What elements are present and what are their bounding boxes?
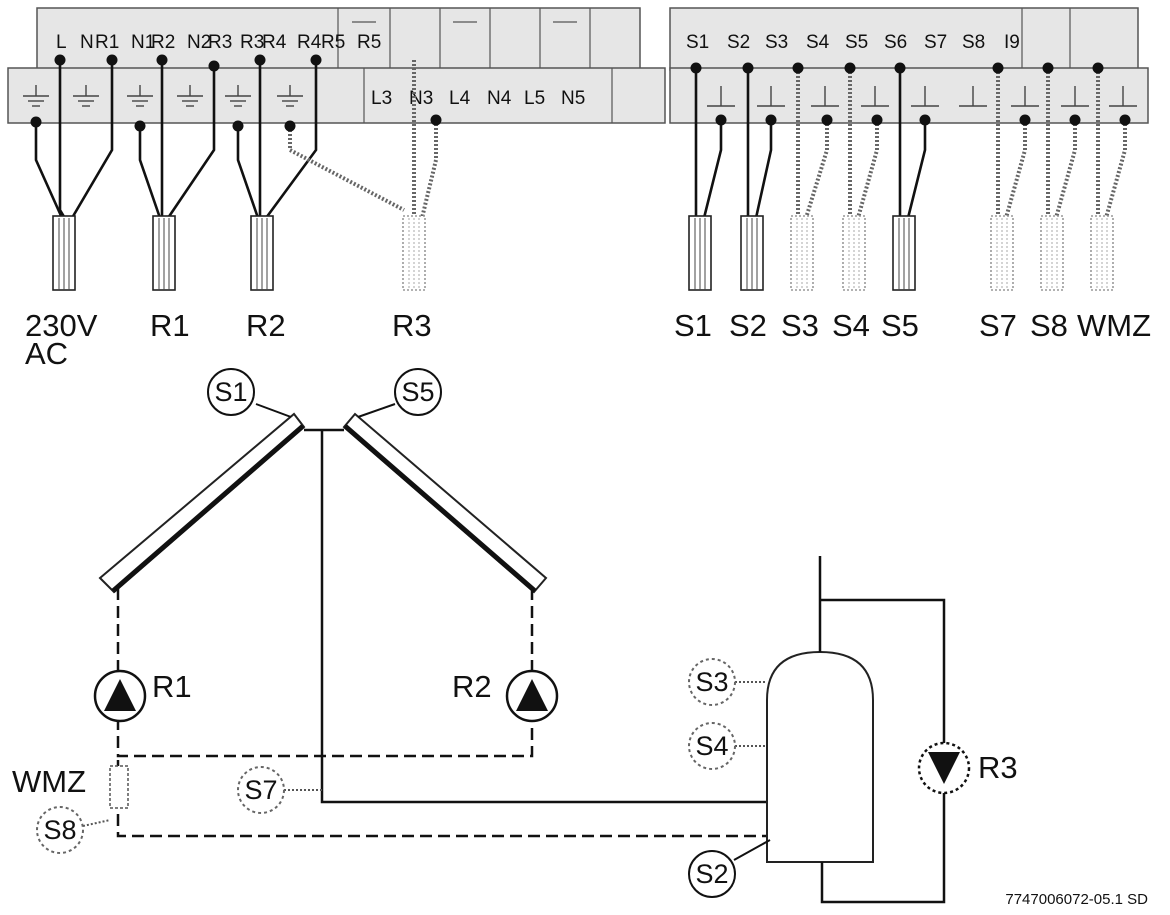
- sensor-s8: S8: [36, 806, 111, 854]
- sensor-s4: S4: [688, 722, 767, 770]
- svg-text:S5: S5: [401, 377, 434, 407]
- sensor-s1: S1: [207, 368, 292, 418]
- connection-wires: [34, 60, 1127, 221]
- terminal-label: L4: [449, 88, 471, 109]
- terminal-label: I9: [1004, 32, 1020, 53]
- terminal-label: N5: [561, 88, 585, 109]
- right-terminal-block: S1 S2 S3 S4 S5 S6 S7 S8 I9: [669, 7, 1149, 124]
- terminal-label: R5: [321, 32, 345, 53]
- figure-caption: 7747006072-05.1 SD: [1005, 891, 1148, 908]
- ground-symbols-right: [707, 86, 1137, 107]
- pump-r3-label: R3: [978, 750, 1018, 785]
- terminal-label: S8: [962, 32, 985, 53]
- wmz-label: WMZ: [12, 764, 86, 799]
- svg-text:S1: S1: [214, 377, 247, 407]
- terminal-label: L5: [524, 88, 545, 109]
- heat-meter-wmz: WMZ: [12, 764, 129, 809]
- cable-labels-left: 230V AC R1 R2 R3: [25, 308, 432, 371]
- terminal-label: R4: [262, 32, 287, 53]
- label-r3-cable: R3: [392, 308, 432, 343]
- pump-r2: R2: [452, 669, 559, 723]
- terminal-row-top-right: S1 S2 S3 S4 S5 S6 S7 S8 I9: [686, 32, 1020, 53]
- cable-ends: [52, 215, 1114, 291]
- terminal-label: R1: [95, 32, 119, 53]
- ground-symbols-left: [23, 85, 303, 107]
- svg-text:S7: S7: [244, 775, 277, 805]
- terminal-label: S4: [806, 32, 830, 53]
- sensor-s2: S2: [688, 839, 771, 898]
- label-s4-cable: S4: [832, 308, 870, 343]
- terminal-label: L3: [371, 88, 392, 109]
- label-s7-cable: S7: [979, 308, 1017, 343]
- terminal-label: R3: [240, 32, 264, 53]
- terminal-label: S2: [727, 32, 750, 53]
- collector-right: [342, 412, 548, 594]
- sensor-s5: S5: [357, 368, 442, 418]
- sensor-s3: S3: [688, 658, 767, 706]
- terminal-label: R3: [208, 32, 232, 53]
- svg-text:S4: S4: [695, 731, 728, 761]
- label-s8-cable: S8: [1030, 308, 1068, 343]
- label-230v: 230V: [25, 308, 98, 343]
- sensor-s7: S7: [237, 766, 322, 814]
- collector-left: [98, 412, 306, 594]
- label-r2-cable: R2: [246, 308, 286, 343]
- svg-text:S3: S3: [695, 667, 728, 697]
- terminal-label: L: [56, 32, 67, 53]
- terminal-label: S6: [884, 32, 907, 53]
- storage-tank: [766, 556, 946, 904]
- terminal-label: N: [80, 32, 94, 53]
- label-s3-cable: S3: [781, 308, 819, 343]
- svg-text:S2: S2: [695, 859, 728, 889]
- label-wmz-cable: WMZ: [1077, 308, 1151, 343]
- pump-r3: R3: [917, 741, 1018, 795]
- cable-labels-right: S1 S2 S3 S4 S5 S7 S8 WMZ: [674, 308, 1151, 343]
- pump-r1: R1: [93, 669, 192, 723]
- terminal-label: R4: [297, 32, 322, 53]
- terminal-dots: [30, 54, 1131, 132]
- pump-r1-label: R1: [152, 669, 192, 704]
- label-s1-cable: S1: [674, 308, 712, 343]
- terminal-label: S1: [686, 32, 709, 53]
- terminal-label: S5: [845, 32, 868, 53]
- terminal-label: N2: [187, 32, 211, 53]
- terminal-label: S3: [765, 32, 788, 53]
- svg-text:S8: S8: [43, 815, 76, 845]
- pump-r2-label: R2: [452, 669, 492, 704]
- terminal-label: N4: [487, 88, 512, 109]
- label-r1-cable: R1: [150, 308, 190, 343]
- terminal-label: S7: [924, 32, 947, 53]
- terminal-label: R2: [151, 32, 175, 53]
- terminal-label: R5: [357, 32, 381, 53]
- terminal-label: N1: [131, 32, 155, 53]
- label-s5-cable: S5: [881, 308, 919, 343]
- hydraulic-schematic: R1 R2 R3 WMZ S1 S5: [12, 368, 1018, 904]
- label-s2-cable: S2: [729, 308, 767, 343]
- label-ac: AC: [25, 336, 68, 371]
